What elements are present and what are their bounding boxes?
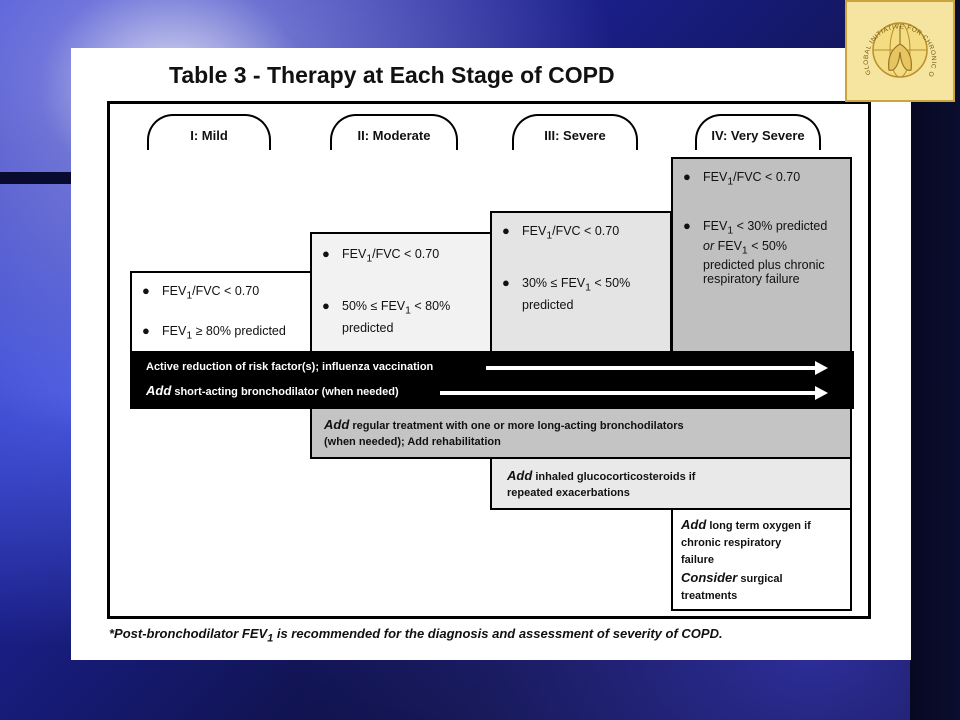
bullet: ●FEV1/FVC < 0.70 [322, 246, 440, 265]
arrow-right-icon [440, 386, 828, 400]
decor-stripe [0, 172, 75, 184]
bullet: ●30% ≤ FEV1 < 50%predicted [502, 275, 631, 312]
stage-box-severe: ●FEV1/FVC < 0.70 ●30% ≤ FEV1 < 50%predic… [490, 211, 672, 353]
bullet: ●FEV1/FVC < 0.70 [502, 223, 620, 242]
stage-header-severe: III: Severe [512, 114, 638, 150]
decor-right-band [910, 0, 960, 720]
footnote: *Post-bronchodilator FEV1 is recommended… [109, 626, 723, 645]
stage-box-mild: ●FEV1/FVC < 0.70 ●FEV1 ≥ 80% predicted [130, 271, 312, 353]
stage-header-very-severe: IV: Very Severe [695, 114, 821, 150]
lungs-globe-icon: GLOBAL INITIATIVE FOR CHRONIC OBSTRUCTIV… [849, 4, 937, 78]
bullet: ●FEV1 ≥ 80% predicted [142, 323, 286, 342]
gold-initiative-logo: GLOBAL INITIATIVE FOR CHRONIC OBSTRUCTIV… [845, 0, 955, 102]
stage-header-moderate: II: Moderate [330, 114, 458, 150]
bullet: ●FEV1/FVC < 0.70 [142, 283, 260, 302]
arrow-right-icon [486, 361, 828, 375]
slide-title: Table 3 - Therapy at Each Stage of COPD [169, 62, 615, 88]
common-therapy-band: Active reduction of risk factor(s); infl… [130, 351, 854, 409]
therapy-moderate: Add regular treatment with one or more l… [310, 407, 852, 459]
slide: Table 3 - Therapy at Each Stage of COPD … [71, 48, 911, 660]
bronchodilator-text: Add short-acting bronchodilator (when ne… [146, 383, 399, 398]
risk-reduction-text: Active reduction of risk factor(s); infl… [146, 361, 434, 373]
bullet: ●50% ≤ FEV1 < 80%predicted [322, 298, 451, 335]
stage-header-mild: I: Mild [147, 114, 271, 150]
bullet: ●FEV1/FVC < 0.70 [683, 169, 801, 188]
stage-box-moderate: ●FEV1/FVC < 0.70 ●50% ≤ FEV1 < 80%predic… [310, 232, 492, 353]
copd-table: I: Mild II: Moderate III: Severe IV: Ver… [107, 101, 871, 619]
